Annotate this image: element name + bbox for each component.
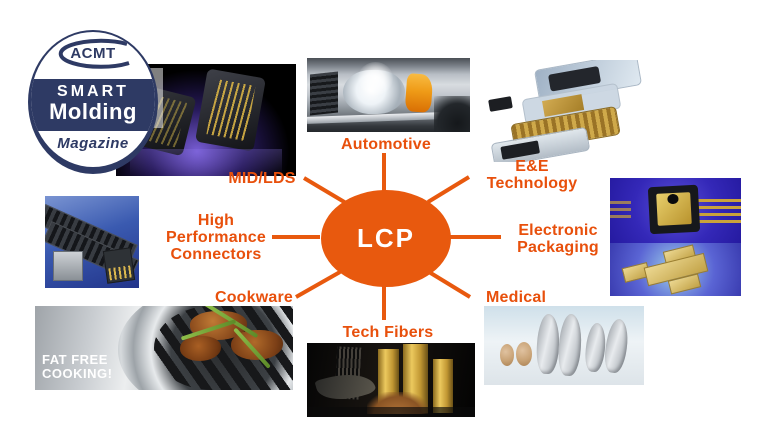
- hearing-aid: [583, 322, 609, 374]
- ear-mold: [516, 342, 532, 367]
- chip-leads-left: [610, 201, 631, 223]
- logo-title-band: SMART Molding: [31, 79, 155, 131]
- automotive-photo: [307, 58, 470, 132]
- acmt-swoosh-icon: [58, 38, 130, 69]
- ear-mold: [500, 343, 515, 367]
- medical-photo: [484, 306, 644, 385]
- hub-node-lcp: LCP: [321, 190, 451, 287]
- gold-traces: [205, 78, 256, 142]
- caption-line1: FAT FREE: [42, 352, 108, 367]
- node-label-high-performance-connectors: High Performance Connectors: [165, 212, 267, 263]
- spoke-ee-technology: [426, 175, 471, 204]
- node-label-medical: Medical: [486, 289, 547, 306]
- chip-package-photo: [610, 178, 741, 243]
- logo-org-name: ACMT: [70, 45, 116, 62]
- hearing-aid: [535, 313, 561, 375]
- phone-battery: [487, 95, 513, 112]
- electronic-packaging-photos: [610, 178, 741, 296]
- car-turn-signal: [405, 73, 434, 114]
- chip-leads-right: [696, 198, 741, 225]
- pin-connector: [102, 247, 136, 285]
- ee-technology-photo: [487, 60, 651, 162]
- logo-title-line2: Molding: [49, 99, 137, 124]
- connector-block: [52, 251, 83, 281]
- mid-connector-right: [194, 68, 266, 152]
- hearing-aid: [557, 313, 584, 377]
- headlight-flare: [357, 62, 394, 95]
- node-label-tech-fibers: Tech Fibers: [342, 324, 434, 341]
- node-label-mid-lds: MID/LDS: [228, 170, 296, 187]
- hearing-aid: [601, 317, 631, 374]
- node-label-ee-technology: E&E Technology: [486, 158, 578, 192]
- dark-floor: [307, 406, 475, 417]
- hub-label: LCP: [357, 223, 415, 253]
- gold-fiber-bobbin: [433, 359, 454, 413]
- car-tire-shadow: [434, 96, 470, 132]
- node-label-cookware: Cookware: [214, 289, 294, 306]
- cookware-photo: FAT FREE COOKING!: [35, 306, 293, 390]
- cookware-banner-caption: FAT FREE COOKING!: [42, 353, 112, 380]
- tech-fibers-photo: [307, 343, 475, 417]
- flange-package-photo: [610, 242, 741, 296]
- node-label-electronic-packaging: Electronic Packaging: [517, 222, 599, 256]
- node-label-automotive: Automotive: [341, 136, 431, 153]
- logo-circle: ACMT SMART Molding Magazine: [31, 32, 155, 167]
- caption-line2: COOKING!: [42, 365, 113, 381]
- logo-subtitle: Magazine: [57, 135, 129, 152]
- smart-molding-magazine-logo: ACMT SMART Molding Magazine: [28, 30, 158, 174]
- grilled-food: [179, 336, 221, 362]
- logo-title-line1: SMART: [57, 83, 129, 100]
- reflection: [130, 149, 282, 176]
- gold-pins: [108, 265, 132, 281]
- chip-body: [648, 184, 701, 234]
- spoke-medical: [427, 270, 472, 299]
- car-grille: [310, 71, 338, 115]
- connectors-photo: [45, 196, 139, 288]
